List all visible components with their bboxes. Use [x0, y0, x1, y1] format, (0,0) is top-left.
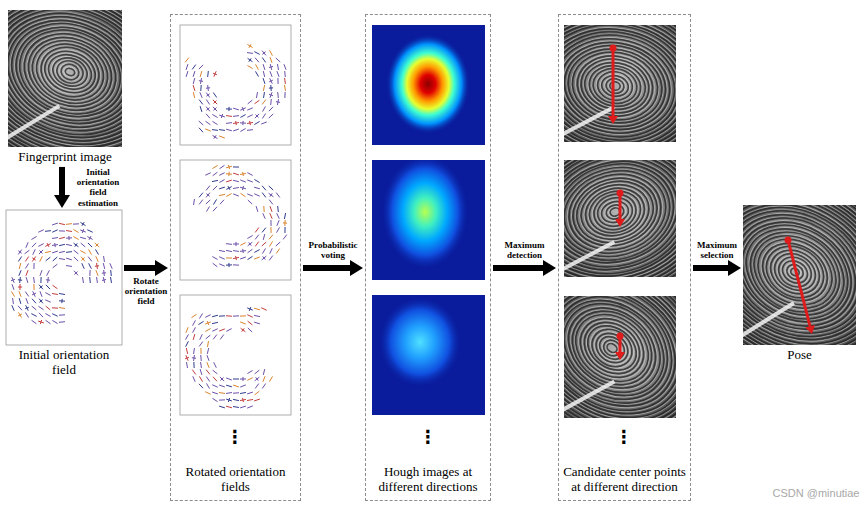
ellipsis: ⋮	[226, 427, 244, 447]
orientation-field	[6, 210, 122, 345]
caption: Fingerprint image	[8, 150, 122, 165]
fingerprint-image	[564, 160, 676, 277]
edge-label: Maximum detection	[496, 240, 554, 260]
caption: Candidate center points at different dir…	[562, 465, 687, 495]
pose-arrow	[608, 45, 618, 125]
fingerprint-image	[564, 296, 676, 418]
ellipsis: ⋮	[615, 427, 633, 447]
edge-label: Probabilistic voting	[303, 240, 363, 260]
flow-arrow	[124, 260, 168, 276]
caption: Rotated orientation fields	[174, 465, 297, 495]
fingerprint-image	[743, 205, 856, 345]
flow-arrow	[693, 260, 741, 276]
fingerprint-image	[564, 25, 676, 142]
orientation-field	[180, 160, 291, 280]
image-node: Fingerprint image	[8, 10, 122, 165]
edge-label: Initial orientation field estimation	[70, 167, 126, 207]
orientation-field	[180, 295, 291, 415]
flow-arrow	[303, 260, 363, 276]
pose-arrow	[615, 190, 625, 228]
image-node: Initial orientation field	[6, 210, 122, 378]
hough-image	[372, 25, 485, 145]
flow-arrow	[54, 167, 70, 208]
orientation-field	[180, 25, 291, 145]
pose-arrow	[615, 333, 625, 361]
pose-arrow	[785, 237, 815, 335]
edge-label: Maximum selection	[693, 240, 741, 260]
fingerprint-image	[8, 10, 122, 147]
image-node: Pose	[743, 205, 856, 363]
caption: Hough images at different directions	[369, 465, 487, 495]
edge-label: Rotate orientation field	[123, 276, 169, 306]
hough-image	[372, 295, 485, 415]
flow-arrow	[493, 260, 556, 276]
caption: Initial orientation field	[6, 348, 122, 378]
caption: Pose	[743, 348, 856, 363]
hough-image	[372, 160, 485, 280]
ellipsis: ⋮	[419, 427, 437, 447]
watermark: CSDN @minutiae	[773, 487, 860, 499]
